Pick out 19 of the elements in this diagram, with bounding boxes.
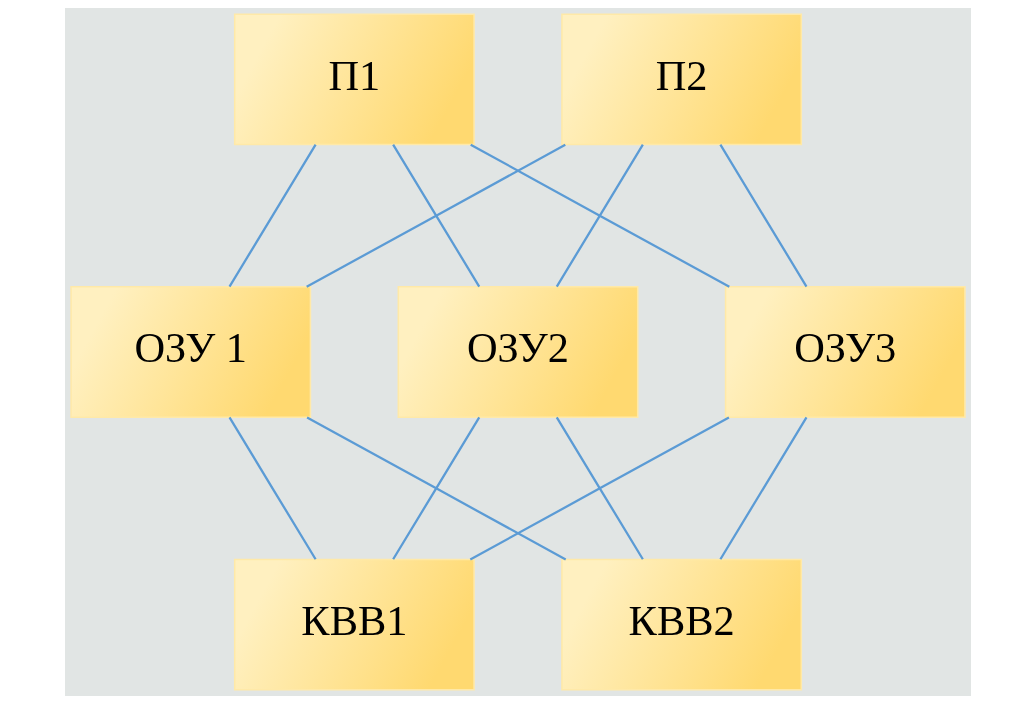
node-box: КВВ1 (233, 558, 475, 691)
node-box: ОЗУ2 (397, 286, 639, 418)
node-box: П1 (233, 13, 475, 146)
connector (228, 416, 317, 560)
node-box: КВВ2 (561, 558, 803, 691)
connector (469, 416, 730, 561)
node-box: П2 (561, 13, 803, 146)
connector (228, 144, 317, 288)
node-box: ОЗУ3 (724, 286, 966, 418)
connector (392, 416, 481, 560)
connector (719, 416, 808, 560)
connector (306, 416, 567, 561)
connector (555, 144, 644, 288)
connector (306, 143, 566, 288)
node-box: ОЗУ 1 (70, 286, 312, 418)
connector (392, 144, 481, 288)
connector (719, 144, 808, 288)
connector (555, 416, 644, 560)
connector (470, 143, 730, 288)
